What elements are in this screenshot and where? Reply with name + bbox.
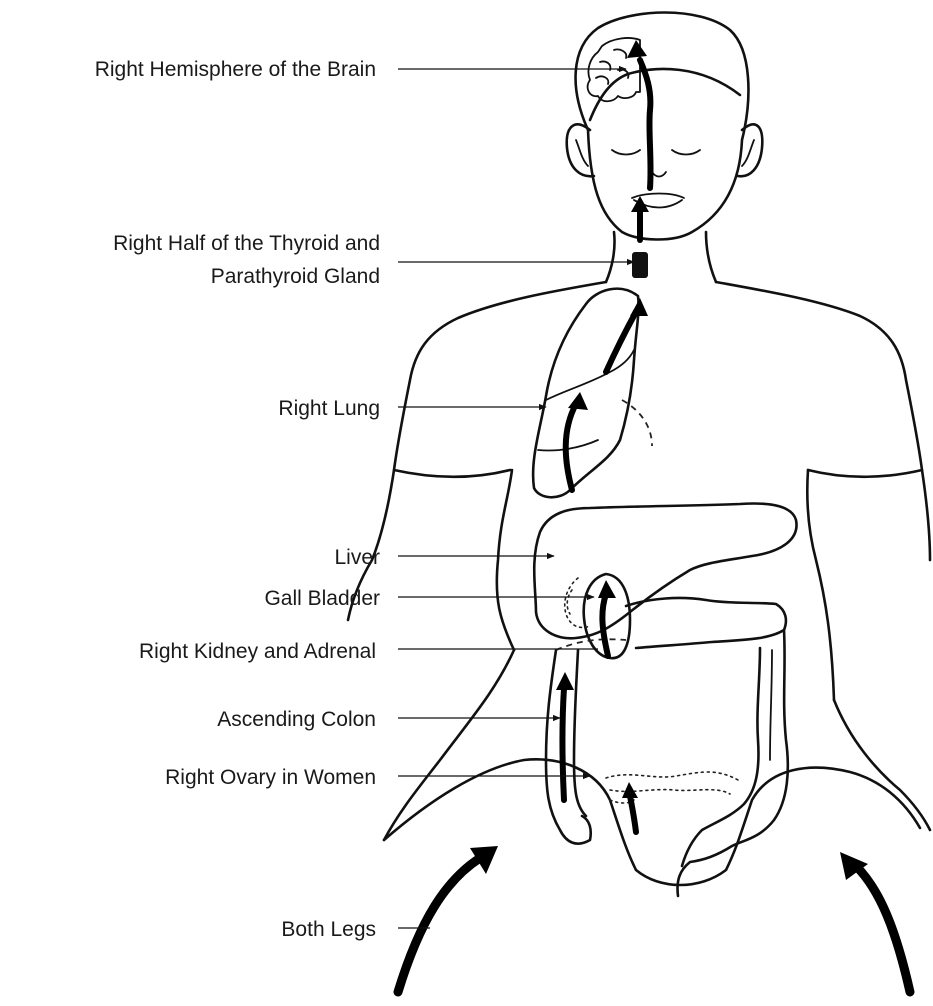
label-legs: Both Legs [281, 918, 376, 941]
labels: Right Hemisphere of the Brain Right Half… [95, 58, 380, 941]
thyroid-gland [632, 252, 648, 278]
body-outline [348, 13, 930, 886]
label-thyroid-line2: Parathyroid Gland [211, 265, 380, 288]
flow-arrow-right-leg [840, 852, 910, 992]
liver [534, 504, 796, 639]
label-brain: Right Hemisphere of the Brain [95, 58, 376, 81]
label-colon: Ascending Colon [217, 708, 376, 731]
label-gall-bladder: Gall Bladder [264, 587, 380, 610]
label-ovary: Right Ovary in Women [165, 766, 376, 789]
flow-arrow-gall [598, 580, 616, 656]
label-thyroid-line1: Right Half of the Thyroid and [113, 232, 380, 255]
label-liver: Liver [334, 546, 380, 569]
flow-arrow-colon [556, 672, 574, 800]
flow-arrow-ovary [622, 782, 638, 832]
flow-arrow-lung [566, 298, 648, 490]
colon [546, 598, 788, 896]
label-kidney: Right Kidney and Adrenal [139, 640, 376, 663]
label-lung: Right Lung [278, 397, 380, 420]
flow-arrow-left-leg [398, 846, 498, 992]
right-kidney [565, 578, 590, 628]
